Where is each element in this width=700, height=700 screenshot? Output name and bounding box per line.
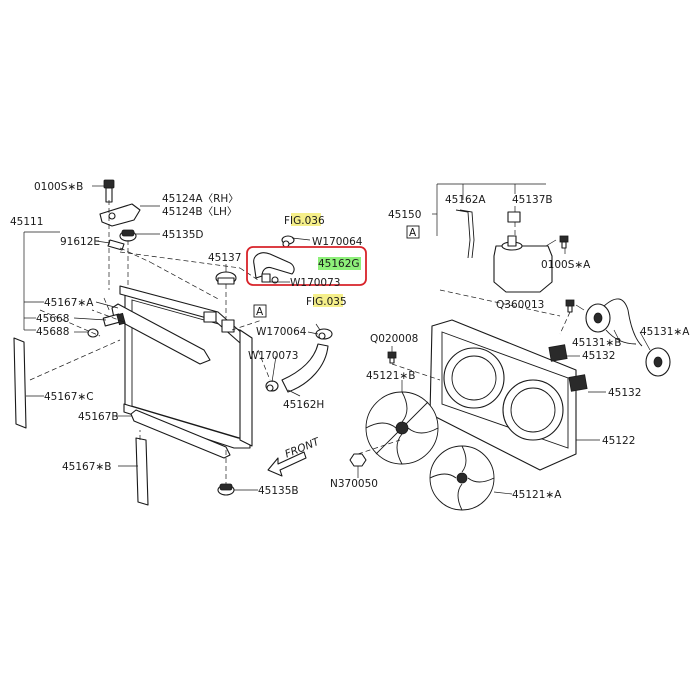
- label-45668: 45668: [36, 313, 69, 325]
- right-leader-lines: [357, 289, 651, 495]
- bracket-45111-lines: [23, 231, 60, 330]
- label-45162g: 45162G: [318, 258, 360, 270]
- radiator-bracket: [99, 203, 141, 227]
- ref-label-a1: A: [409, 227, 417, 239]
- label-w170064-mid: W170064: [256, 326, 307, 338]
- label-w170064-top: W170064: [312, 236, 363, 248]
- label-45122: 45122: [602, 435, 635, 447]
- cushion-45135d: [119, 229, 137, 242]
- label-fig035: FIG.035: [306, 296, 347, 308]
- fig036-highlight: [291, 213, 321, 226]
- label-45167a: 45167∗A: [44, 297, 94, 309]
- highlight-callout-box: [246, 246, 367, 286]
- label-45124b: 45124B〈LH〉: [162, 206, 237, 218]
- label-45162a: 45162A: [445, 194, 486, 206]
- fan-45121a: [429, 445, 495, 511]
- label-45150: 45150: [388, 209, 421, 221]
- label-45167c: 45167∗C: [44, 391, 94, 403]
- bolt-q020008: [387, 351, 397, 364]
- side-seal-b: [135, 437, 149, 506]
- front-arrow-icon: [267, 451, 307, 477]
- label-n370050: N370050: [330, 478, 378, 490]
- label-45121a: 45121∗A: [512, 489, 562, 501]
- label-45167b: 45167B: [78, 411, 119, 423]
- label-fig036: FIG.036: [284, 215, 325, 227]
- fan-shroud-45122: [429, 319, 577, 471]
- label-45124a: 45124A〈RH〉: [162, 193, 239, 205]
- filler-neck: [203, 311, 235, 333]
- label-45135b: 45135B: [258, 485, 299, 497]
- motor-45131a: [645, 347, 671, 377]
- ref-box-a2: [253, 304, 267, 318]
- label-45131b: 45131∗B: [572, 337, 621, 349]
- label-45137b: 45137B: [512, 194, 553, 206]
- label-45162h: 45162H: [283, 399, 324, 411]
- label-0100s-a: 0100S∗A: [541, 259, 591, 271]
- bolt-q360013: [565, 299, 575, 313]
- label-45135d: 45135D: [162, 229, 204, 241]
- label-45111: 45111: [10, 216, 43, 228]
- radiator-seal-upper: [111, 303, 211, 365]
- label-91612e: 91612E: [60, 236, 100, 248]
- left-assembly-lines: [29, 200, 271, 484]
- label-45131a: 45131∗A: [640, 326, 690, 338]
- fig035-highlight: [313, 294, 343, 307]
- label-45137: 45137: [208, 252, 241, 264]
- label-0100s-b: 0100S∗B: [34, 181, 83, 193]
- label-q360013: Q360013: [496, 299, 544, 311]
- bolt-0100s-a: [559, 235, 569, 249]
- hose-clamps: [266, 240, 326, 392]
- label-45121b: 45121∗B: [366, 370, 415, 382]
- label-w170073-top: W170073: [290, 277, 340, 289]
- side-seal-c: [13, 337, 27, 429]
- radiator-seal-lower: [130, 409, 231, 459]
- label-q020008: Q020008: [370, 333, 418, 345]
- resistor-45132-a: [548, 344, 568, 362]
- label-w170073-mid: W170073: [248, 350, 298, 362]
- left-leader-lines: [24, 185, 321, 491]
- ref-label-a2: A: [256, 306, 264, 318]
- reservoir-lines: [432, 183, 566, 254]
- radiator-cap-45137: [215, 271, 237, 285]
- ref-box-a1: [406, 225, 420, 239]
- part-45162g-highlight: [318, 257, 361, 270]
- reservoir-cap-45137b: [507, 211, 521, 223]
- reservoir-hose-45162a: [455, 209, 475, 259]
- motor-45131b: [585, 303, 611, 333]
- cushion-45135b: [217, 483, 235, 496]
- reservoir-tank: [493, 235, 553, 293]
- nut-n370050: [349, 453, 367, 467]
- label-45132-b: 45132: [608, 387, 641, 399]
- resistor-45132-b: [568, 374, 588, 392]
- label-45132-a: 45132: [582, 350, 615, 362]
- bolt-0100s-b: [103, 179, 115, 203]
- label-45167b-star: 45167∗B: [62, 461, 111, 473]
- label-45688: 45688: [36, 326, 69, 338]
- fan-45121b: [365, 391, 439, 465]
